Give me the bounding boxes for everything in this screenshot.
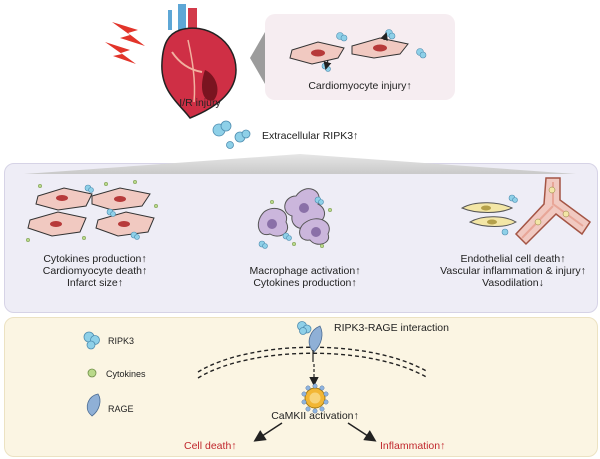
inflammation-arrow bbox=[347, 422, 377, 442]
effect-line: Endothelial cell death↑ bbox=[460, 253, 566, 265]
endothelial-effects: Endothelial cell death↑ Vascular inflamm… bbox=[432, 253, 594, 289]
ripk3-legend-label: RIPK3 bbox=[108, 336, 135, 346]
fan-connector bbox=[24, 154, 576, 174]
rage-receptor-icon bbox=[297, 321, 323, 362]
cell-death-label: Cell death↑ bbox=[184, 440, 237, 452]
lightning-bolt-icon bbox=[105, 22, 145, 64]
effect-line: Macrophage activation↑ bbox=[249, 265, 361, 277]
ripk3-legend-icon bbox=[83, 331, 100, 350]
ir-injury-label: I/R injury bbox=[179, 97, 221, 109]
effect-line: Cytokines production↑ bbox=[43, 253, 147, 265]
effect-line: Infarct size↑ bbox=[66, 277, 124, 289]
cell-death-arrow bbox=[253, 422, 283, 442]
extracellular-ripk3-label: Extracellular RIPK3↑ bbox=[262, 130, 359, 142]
rage-legend-icon bbox=[86, 393, 101, 417]
effect-line: Vascular inflammation & injury↑ bbox=[440, 265, 586, 277]
cardiomyocyte-effects: Cytokines production↑ Cardiomyocyte deat… bbox=[10, 253, 180, 289]
rage-legend-label: RAGE bbox=[108, 404, 134, 414]
cytokines-legend-label: Cytokines bbox=[106, 369, 146, 379]
pointer-arrow bbox=[250, 32, 265, 84]
effects-panel bbox=[4, 163, 598, 313]
endothelial-cells bbox=[460, 177, 592, 246]
effect-line: Vasodilation↓ bbox=[482, 277, 544, 289]
effect-line: Cardiomyocyte death↑ bbox=[42, 265, 148, 277]
interaction-label: RIPK3-RAGE interaction bbox=[334, 322, 449, 334]
inflammation-label: Inflammation↑ bbox=[380, 440, 446, 452]
cardiomyocyte-cells-top bbox=[289, 29, 427, 72]
macrophage-cells bbox=[257, 188, 333, 249]
effect-line: Cytokines production↑ bbox=[253, 277, 357, 289]
ripk3-cluster-icon bbox=[212, 120, 251, 149]
cytokine-legend-icon bbox=[87, 368, 97, 378]
cardiomyocyte-injury-label: Cardiomyocyte injury↑ bbox=[308, 80, 412, 92]
mechanism-panel bbox=[4, 317, 598, 457]
heart-icon bbox=[161, 4, 237, 119]
cardiomyocyte-cells-middle bbox=[25, 179, 159, 243]
macrophage-effects: Macrophage activation↑ Cytokines product… bbox=[220, 265, 390, 289]
camkii-complex-icon bbox=[301, 383, 329, 414]
camkii-activation-label: CaMKII activation↑ bbox=[271, 410, 359, 422]
cell-membrane bbox=[197, 346, 429, 379]
